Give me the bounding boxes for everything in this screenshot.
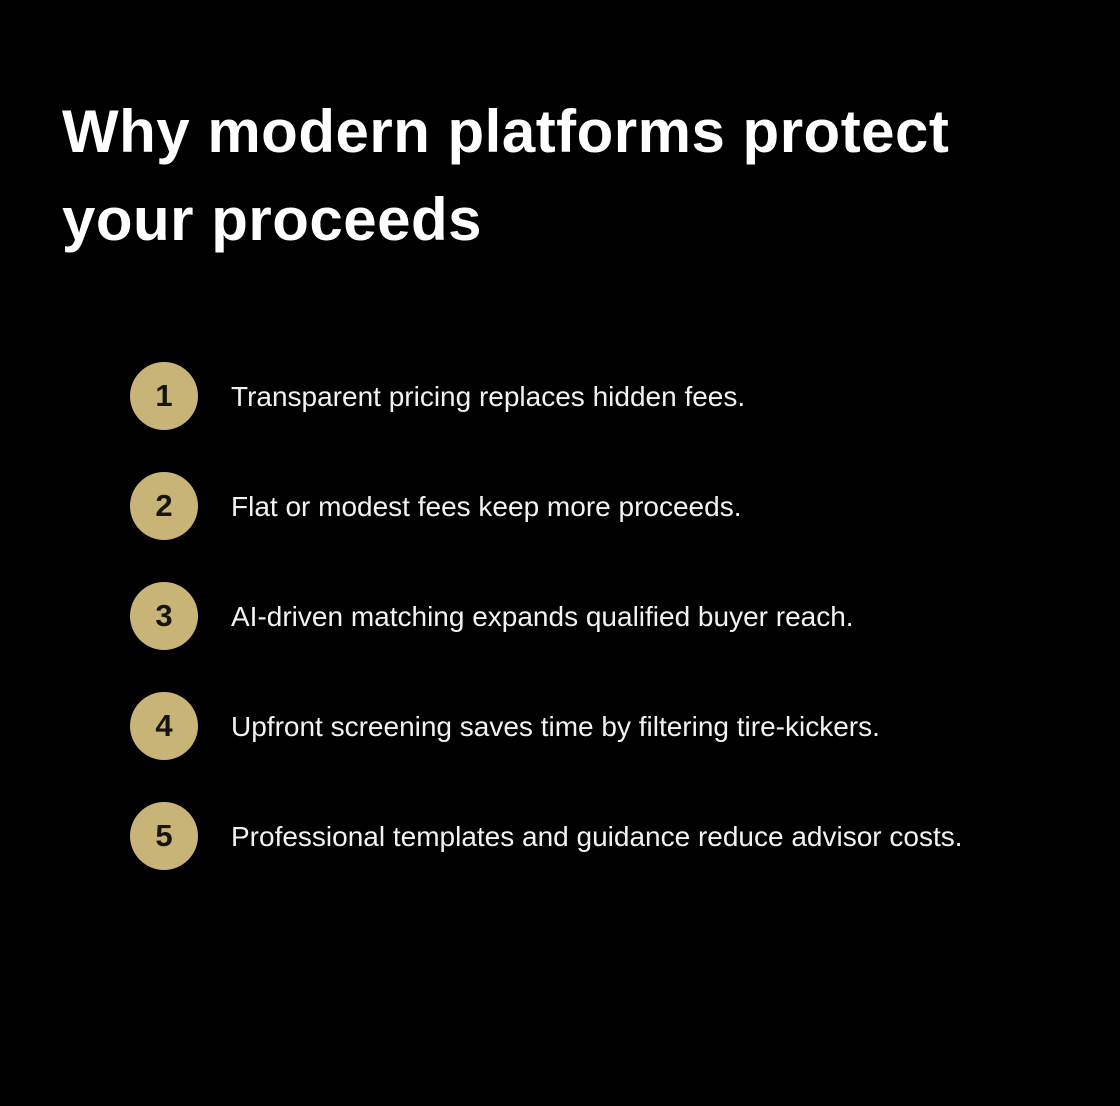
list-item: 2 Flat or modest fees keep more proceeds…	[130, 472, 1056, 540]
list-item: 1 Transparent pricing replaces hidden fe…	[130, 362, 1056, 430]
list-item-text: Professional templates and guidance redu…	[231, 820, 963, 852]
list-item-text: Upfront screening saves time by filterin…	[231, 710, 880, 742]
number-badge: 4	[130, 692, 198, 760]
list-item-text: AI-driven matching expands qualified buy…	[231, 600, 854, 632]
numbered-list: 1 Transparent pricing replaces hidden fe…	[62, 362, 1056, 870]
list-item: 5 Professional templates and guidance re…	[130, 802, 1056, 870]
number-badge: 1	[130, 362, 198, 430]
number-badge: 3	[130, 582, 198, 650]
number-badge: 2	[130, 472, 198, 540]
number-badge: 5	[130, 802, 198, 870]
page-title: Why modern platforms protect your procee…	[62, 98, 950, 253]
list-item: 4 Upfront screening saves time by filter…	[130, 692, 1056, 760]
list-item: 3 AI-driven matching expands qualified b…	[130, 582, 1056, 650]
list-item-text: Flat or modest fees keep more proceeds.	[231, 490, 742, 522]
list-item-text: Transparent pricing replaces hidden fees…	[231, 380, 746, 412]
